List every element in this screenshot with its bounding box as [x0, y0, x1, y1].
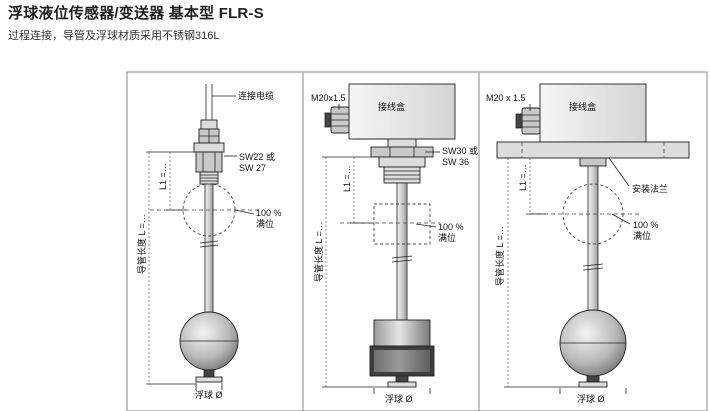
- stop-ring: [387, 381, 417, 388]
- full-level-text: 满位: [256, 218, 274, 229]
- thread-label: M20x1.5: [311, 93, 346, 103]
- full-level-value: 100 %: [633, 220, 659, 230]
- flange-label: 安装法兰: [632, 183, 668, 194]
- wrench-size-line1: SW22 或: [239, 151, 275, 162]
- stop-ring: [195, 376, 223, 383]
- panel-junction-box-version: M20x1.5 接线盒 SW30 或 SW 36 100 % 满位 L1 =… …: [302, 71, 480, 411]
- page-subtitle: 过程连接，导管及浮球材质采用不锈钢316L: [8, 30, 220, 42]
- l1-dimension-label: L1 =…: [342, 165, 352, 192]
- tube-length-label: 导管长度 L =…: [313, 222, 324, 282]
- l1-dimension-label: L1 =…: [518, 164, 528, 191]
- page-title: 浮球液位传感器/变送器 基本型 FLR-S: [8, 5, 264, 22]
- hex-fitting-body: [195, 151, 223, 173]
- stop-ring: [578, 381, 608, 388]
- full-level-value: 100 %: [256, 208, 282, 218]
- tube-length-label: 导管长度 L =…: [136, 214, 147, 274]
- full-level-text: 满位: [438, 232, 456, 243]
- cable-label: 连接电缆: [238, 90, 274, 101]
- adapter: [378, 156, 426, 168]
- thread-label: M20 x 1.5: [486, 93, 526, 103]
- junction-box: [539, 83, 647, 143]
- junction-box-label: 接线盒: [569, 101, 596, 112]
- junction-box-label: 接线盒: [378, 101, 405, 112]
- hex-fitting-upper: [193, 142, 225, 153]
- float-diameter-label: 浮球 Ø: [195, 389, 223, 400]
- l1-dimension-label: L1 =…: [158, 163, 168, 190]
- cable-gland-cap: [200, 119, 218, 130]
- tube-length-label: 导管长度 L =…: [494, 226, 505, 286]
- float-diameter-label: 浮球 Ø: [385, 393, 413, 404]
- hex-nut: [370, 146, 434, 158]
- wrench-size-line1: SW30 或: [442, 145, 478, 156]
- full-level-value: 100 %: [438, 222, 464, 232]
- float-cylinder-upper: [373, 319, 431, 347]
- float-full-position: [373, 203, 431, 245]
- wrench-size-line2: SW 36: [442, 157, 469, 167]
- float-diameter-label: 浮球 Ø: [577, 393, 605, 404]
- wrench-size-line2: SW 27: [239, 163, 266, 173]
- box-neck: [387, 138, 417, 148]
- flange-socket: [579, 157, 607, 167]
- mounting-flange: [496, 141, 690, 159]
- panel-flange-version: M20 x 1.5 接线盒 安装法兰 100 % 满位 L1 =… 导管长度 L…: [478, 71, 708, 411]
- full-level-text: 满位: [633, 230, 651, 241]
- guide-tube: [204, 183, 214, 319]
- panel-cable-version: 连接电缆 SW22 或 SW 27 100 % 满位 L1 =… 导管长度 L …: [126, 71, 304, 411]
